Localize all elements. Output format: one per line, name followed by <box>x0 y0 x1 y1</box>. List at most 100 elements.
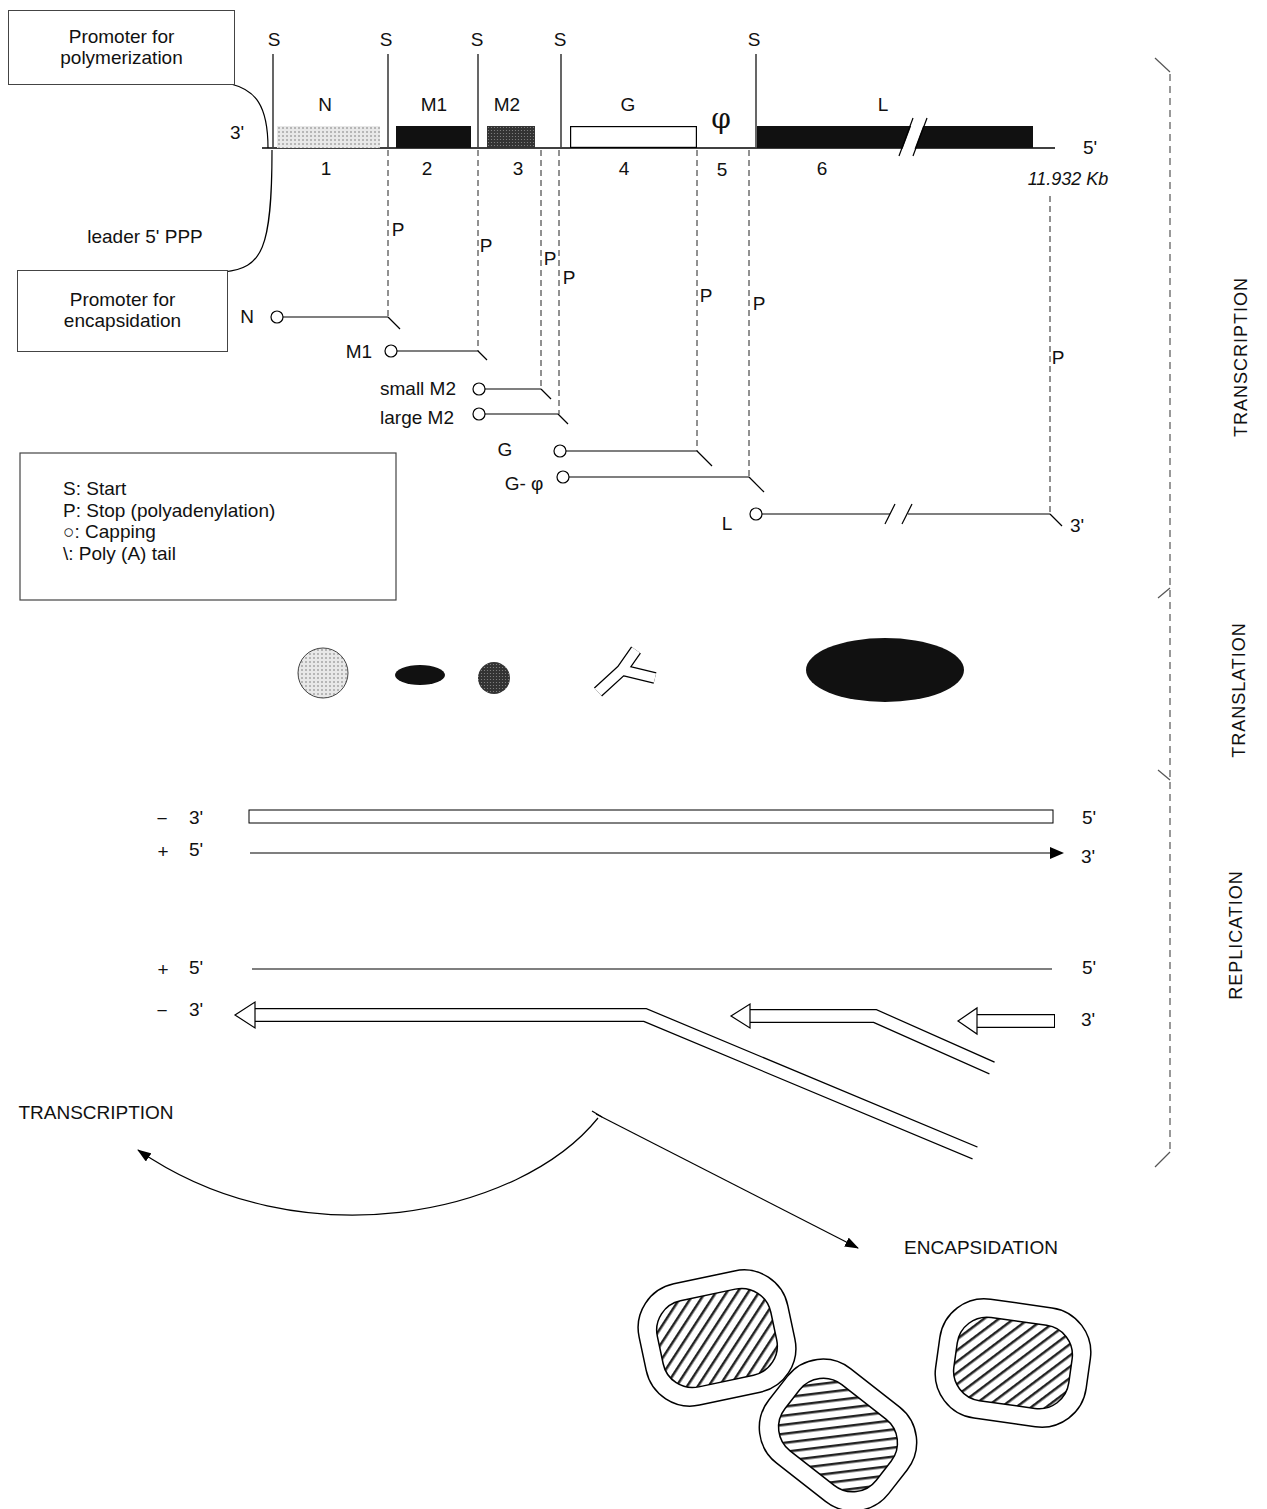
artwork-rect <box>277 126 380 148</box>
artwork-line <box>1169 74 1170 1150</box>
artwork-line <box>596 1114 858 1248</box>
diagram-label: 3' <box>1081 1010 1095 1031</box>
artwork-rect <box>929 1293 1096 1433</box>
artwork-line <box>541 389 551 399</box>
box-text: Promoter for polymerization <box>43 27 200 69</box>
diagram-label: P <box>700 286 713 307</box>
artwork-line <box>1050 514 1062 526</box>
stage-label: TRANSCRIPTION <box>1232 277 1252 437</box>
diagram-label: P <box>480 236 493 257</box>
artwork-path <box>138 1118 598 1215</box>
artwork-line <box>899 118 913 156</box>
transcript-lines <box>271 54 1062 526</box>
diagram-label: P <box>392 220 405 241</box>
artwork-line <box>566 450 697 451</box>
diagram-label: 3' <box>230 123 244 144</box>
diagram-label: 3' <box>189 1000 203 1021</box>
artwork-circle <box>271 311 283 323</box>
diagram-label: 5' <box>1082 808 1096 829</box>
gene-segment: G4 <box>570 92 697 182</box>
artwork-line <box>569 476 749 477</box>
artwork-polygon <box>958 1008 977 1034</box>
artwork-line <box>252 968 1052 969</box>
artwork-line <box>272 54 273 147</box>
artwork-ellipse <box>395 665 445 685</box>
artwork-circle <box>750 508 762 520</box>
artwork-circle <box>385 345 397 357</box>
virion-drawing <box>630 1262 1097 1509</box>
diagram-label: 3' <box>1081 847 1095 868</box>
diagram-label: M1 <box>346 342 372 363</box>
artwork-g <box>929 1293 1096 1433</box>
artwork-line <box>885 504 895 524</box>
gene-name: M2 <box>494 95 520 116</box>
artwork-line <box>560 54 561 147</box>
diagram-label: S <box>268 30 281 51</box>
gene-number: 3 <box>513 159 524 180</box>
diagram-label: P <box>1052 348 1065 369</box>
gene-bar-fill <box>487 126 535 148</box>
gene-name: G <box>621 95 636 116</box>
artwork-polyline <box>253 1015 976 1153</box>
artwork-rect <box>651 1283 783 1393</box>
artwork-line <box>697 150 698 451</box>
box-text: Promoter for encapsidation <box>48 290 197 332</box>
diagram-label: 5' <box>1082 958 1096 979</box>
gene-bar <box>277 126 380 148</box>
artwork-line <box>283 316 388 317</box>
artwork-polyline <box>749 1016 992 1068</box>
artwork-rect <box>571 127 697 148</box>
artwork-path <box>1050 847 1064 859</box>
artwork-line <box>975 1014 1055 1028</box>
artwork-rect <box>396 126 471 148</box>
artwork-path <box>1155 58 1170 72</box>
diagram-label: S <box>471 30 484 51</box>
diagram-label: 11.932 Kb <box>1028 170 1109 190</box>
diagram-label: ENCAPSIDATION <box>904 1238 1058 1259</box>
artwork-polyline <box>254 1015 975 1153</box>
artwork-line <box>397 350 478 351</box>
artwork-circle <box>478 662 510 694</box>
diagram-label: G- φ <box>505 474 544 495</box>
diagram-label: 5' <box>1083 138 1097 159</box>
diagram-label: P <box>753 294 766 315</box>
legend-box <box>20 453 396 600</box>
gene-number: 1 <box>321 159 332 180</box>
gene-bar <box>396 126 471 148</box>
artwork-polygon <box>731 1004 750 1028</box>
artwork-line <box>478 351 487 360</box>
gene-bar <box>487 126 535 148</box>
diagram-label: 3' <box>189 808 203 829</box>
artwork-path <box>1155 1152 1170 1167</box>
gene-number: 2 <box>422 159 433 180</box>
artwork-circle <box>554 445 566 457</box>
diagram-label: P <box>563 268 576 289</box>
artwork-circle <box>298 648 348 698</box>
gene-name: L <box>878 95 889 116</box>
diagram-label: S <box>748 30 761 51</box>
artwork-line <box>541 150 542 389</box>
artwork-line <box>558 414 568 424</box>
promoter-leader <box>224 150 272 272</box>
diagram-label: − <box>156 1001 167 1022</box>
artwork-line <box>749 150 750 477</box>
promoter-box: Promoter for polymerization <box>8 10 235 85</box>
artwork-circle <box>473 383 485 395</box>
diagram-label: 3' <box>1070 516 1084 537</box>
legend-entry: \: Poly (A) tail <box>63 544 176 565</box>
diagram-label: 5' <box>189 958 203 979</box>
gene-bar-fill <box>396 126 471 148</box>
artwork-path <box>1158 770 1170 780</box>
legend-entry: S: Start <box>63 479 126 500</box>
diagram-label: G <box>498 440 513 461</box>
artwork-line <box>485 413 558 414</box>
replication-strands <box>235 810 1064 1153</box>
artwork-line <box>974 1015 1054 1027</box>
stage-bracket <box>1155 58 1170 1167</box>
diagram-label: + <box>157 960 168 981</box>
gene-bar-fill <box>277 126 380 148</box>
artwork-rect <box>249 810 1053 823</box>
diagram-label: 5' <box>189 840 203 861</box>
diagram-label: S <box>380 30 393 51</box>
